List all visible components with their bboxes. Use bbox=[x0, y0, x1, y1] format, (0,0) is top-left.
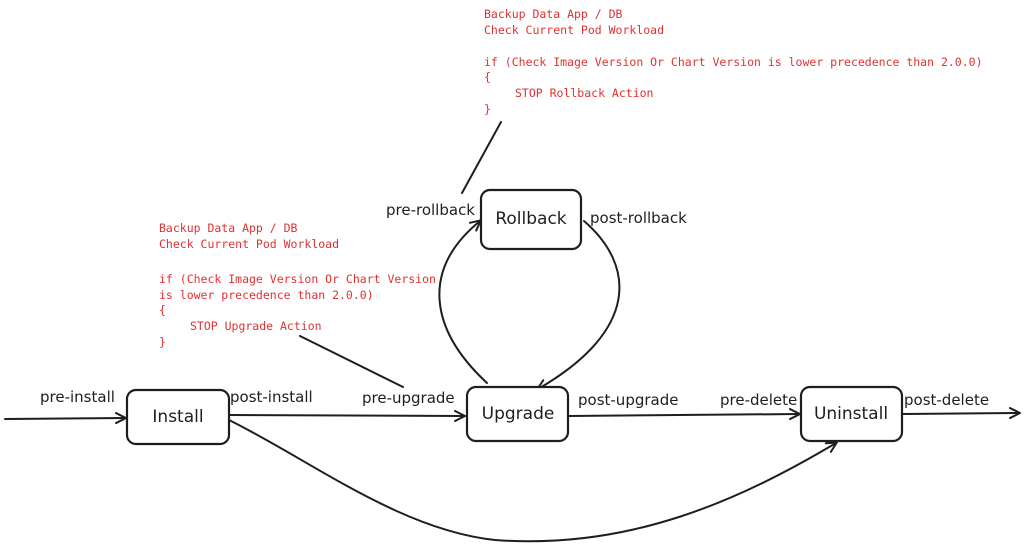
node-install: Install bbox=[125, 388, 231, 446]
node-upgrade: Upgrade bbox=[465, 385, 570, 443]
edge-uninstall-exit bbox=[901, 407, 1021, 420]
note-upgrade-line6: STOP Upgrade Action bbox=[190, 319, 322, 333]
note-upgrade-line1: Backup Data App / DB bbox=[159, 221, 298, 235]
node-uninstall: Uninstall bbox=[799, 385, 904, 443]
note-rollback-line6: } bbox=[484, 102, 491, 116]
edge-upgrade-to-uninstall bbox=[567, 408, 801, 421]
label-pre-rollback: pre-rollback bbox=[386, 201, 475, 219]
note-connector-rollback bbox=[461, 121, 502, 194]
note-rollback: Backup Data App / DB Check Current Pod W… bbox=[484, 7, 983, 116]
note-upgrade-line4: is lower precedence than 2.0.0) bbox=[159, 288, 374, 302]
uninstall-box bbox=[799, 385, 904, 443]
rollback-box bbox=[479, 188, 583, 251]
rollback-label: Rollback bbox=[495, 209, 566, 229]
note-upgrade-line2: Check Current Pod Workload bbox=[159, 237, 339, 251]
note-rollback-line1: Backup Data App / DB bbox=[484, 7, 623, 21]
label-pre-delete: pre-delete bbox=[720, 391, 797, 409]
note-upgrade: Backup Data App / DB Check Current Pod W… bbox=[159, 221, 436, 349]
note-upgrade-line5: { bbox=[159, 303, 166, 317]
edge-upgrade-to-rollback bbox=[438, 219, 488, 384]
edge-install-to-uninstall bbox=[228, 419, 838, 543]
label-pre-upgrade: pre-upgrade bbox=[362, 389, 455, 407]
label-post-install: post-install bbox=[230, 388, 313, 406]
note-rollback-line3: if (Check Image Version Or Chart Version… bbox=[484, 55, 983, 69]
install-box bbox=[125, 388, 231, 446]
node-rollback: Rollback bbox=[479, 188, 583, 251]
edges bbox=[4, 121, 1021, 543]
edge-rollback-to-upgrade bbox=[536, 220, 621, 391]
install-label: Install bbox=[152, 407, 203, 427]
note-rollback-line2: Check Current Pod Workload bbox=[484, 23, 664, 37]
note-connector-upgrade bbox=[299, 335, 404, 388]
edge-install-to-upgrade bbox=[228, 409, 466, 422]
label-post-delete: post-delete bbox=[904, 391, 989, 409]
upgrade-label: Upgrade bbox=[482, 404, 555, 424]
edge-entry-to-install bbox=[4, 412, 127, 425]
edge-labels: pre-install post-install pre-upgrade pos… bbox=[40, 201, 989, 409]
upgrade-box bbox=[465, 385, 570, 443]
label-post-upgrade: post-upgrade bbox=[578, 391, 678, 409]
note-upgrade-line3: if (Check Image Version Or Chart Version bbox=[159, 272, 436, 286]
note-upgrade-line7: } bbox=[159, 335, 166, 349]
uninstall-label: Uninstall bbox=[814, 404, 888, 424]
label-pre-install: pre-install bbox=[40, 388, 115, 406]
note-rollback-line4: { bbox=[484, 70, 491, 84]
note-rollback-line5: STOP Rollback Action bbox=[515, 86, 653, 100]
label-post-rollback: post-rollback bbox=[590, 209, 687, 227]
